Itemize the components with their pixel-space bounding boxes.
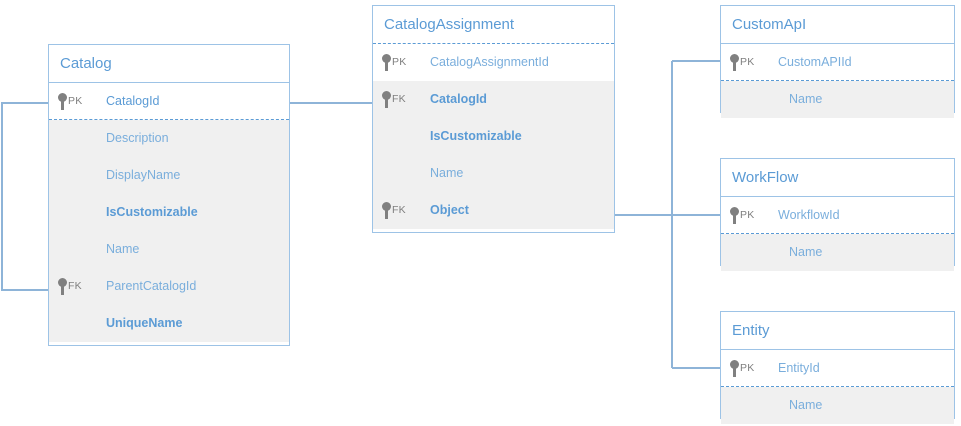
attribute-row[interactable]: FK Object	[373, 192, 614, 229]
entity-catalog-assignment[interactable]: CatalogAssignment PK CatalogAssignmentId…	[372, 5, 615, 233]
primary-key-icon	[730, 359, 739, 377]
attribute-name: Name	[106, 242, 140, 256]
key-label: PK	[740, 208, 755, 221]
attribute-name: UniqueName	[106, 316, 183, 330]
primary-key-icon	[730, 206, 739, 224]
entity-title-catalog: Catalog	[49, 45, 289, 83]
attribute-row[interactable]: Name	[373, 155, 614, 192]
entity-title-workflow: WorkFlow	[721, 159, 954, 197]
key-indicator: FK	[382, 192, 422, 229]
entity-catalog[interactable]: Catalog PK CatalogId Description Display…	[48, 44, 290, 346]
primary-key-icon	[382, 54, 391, 71]
attribute-row[interactable]: PK CustomAPIId	[721, 44, 954, 81]
attribute-row[interactable]: Name	[721, 387, 954, 424]
primary-key-icon	[58, 92, 67, 110]
attribute-row[interactable]: PK CatalogAssignmentId	[373, 44, 614, 81]
attribute-row[interactable]: PK EntityId	[721, 350, 954, 387]
primary-key-icon	[730, 53, 739, 71]
attribute-name: Description	[106, 131, 169, 145]
entity-entity[interactable]: Entity PK EntityId Name	[720, 311, 955, 424]
attribute-row[interactable]: Description	[49, 120, 289, 157]
attribute-row[interactable]: UniqueName	[49, 305, 289, 342]
entity-title-catalog-assignment: CatalogAssignment	[373, 6, 614, 44]
attribute-name: Name	[789, 245, 823, 259]
key-indicator: PK	[382, 44, 422, 81]
key-indicator: PK	[730, 350, 770, 386]
attribute-row[interactable]: Name	[721, 81, 954, 118]
key-label: PK	[392, 56, 407, 68]
attribute-name: Object	[430, 203, 469, 217]
attribute-name: IsCustomizable	[106, 205, 198, 219]
attribute-name: ParentCatalogId	[106, 279, 197, 293]
attribute-name: CatalogAssignmentId	[430, 55, 549, 69]
key-indicator: PK	[730, 44, 770, 80]
attribute-name: IsCustomizable	[430, 129, 522, 143]
entity-custom-api[interactable]: CustomApI PK CustomAPIId Name	[720, 5, 955, 118]
key-label: PK	[68, 94, 83, 107]
attribute-list-catalog-assignment: PK CatalogAssignmentId FK CatalogId IsCu…	[373, 44, 614, 229]
key-indicator: PK	[58, 83, 98, 119]
entity-title-custom-api: CustomApI	[721, 6, 954, 44]
attribute-name: Name	[789, 92, 823, 106]
foreign-key-icon	[58, 278, 67, 295]
key-label: FK	[392, 93, 406, 105]
connector-catalog-self-reference	[1, 102, 48, 291]
attribute-row[interactable]: PK CatalogId	[49, 83, 289, 120]
attribute-name: DisplayName	[106, 168, 181, 182]
attribute-name: WorkflowId	[778, 208, 840, 222]
entity-title-entity: Entity	[721, 312, 954, 350]
entity-workflow[interactable]: WorkFlow PK WorkflowId Name	[720, 158, 955, 271]
attribute-row[interactable]: PK WorkflowId	[721, 197, 954, 234]
key-label: PK	[740, 55, 755, 68]
attribute-list-workflow: PK WorkflowId Name	[721, 197, 954, 271]
attribute-list-entity: PK EntityId Name	[721, 350, 954, 424]
key-indicator: FK	[382, 81, 422, 118]
foreign-key-icon	[382, 202, 391, 219]
foreign-key-icon	[382, 91, 391, 108]
attribute-row[interactable]: IsCustomizable	[49, 194, 289, 231]
attribute-name: CatalogId	[430, 92, 487, 106]
attribute-row[interactable]: Name	[721, 234, 954, 271]
attribute-name: CustomAPIId	[778, 55, 852, 69]
key-indicator: PK	[730, 197, 770, 233]
key-label: FK	[68, 280, 82, 292]
attribute-row[interactable]: IsCustomizable	[373, 118, 614, 155]
attribute-name: Name	[430, 166, 464, 180]
attribute-row[interactable]: Name	[49, 231, 289, 268]
key-label: FK	[392, 204, 406, 216]
attribute-name: CatalogId	[106, 94, 160, 108]
attribute-name: Name	[789, 398, 823, 412]
attribute-row[interactable]: FK ParentCatalogId	[49, 268, 289, 305]
attribute-name: EntityId	[778, 361, 820, 375]
attribute-list-catalog: PK CatalogId Description DisplayName IsC…	[49, 83, 289, 342]
key-label: PK	[740, 361, 755, 374]
attribute-row[interactable]: DisplayName	[49, 157, 289, 194]
attribute-row[interactable]: FK CatalogId	[373, 81, 614, 118]
attribute-list-custom-api: PK CustomAPIId Name	[721, 44, 954, 118]
key-indicator: FK	[58, 268, 98, 305]
